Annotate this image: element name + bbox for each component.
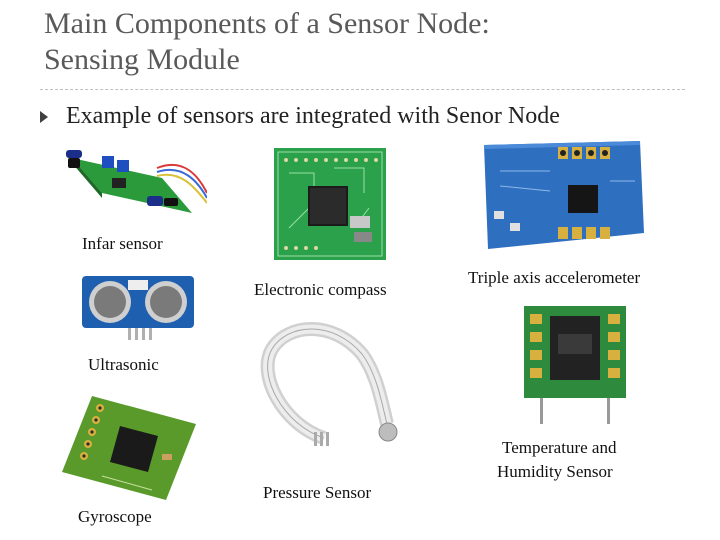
caption-temperature-humidity: Temperature and Humidity Sensor bbox=[497, 436, 617, 484]
slide-title: Main Components of a Sensor Node: Sensin… bbox=[44, 6, 490, 78]
caption-temperature-line-2: Humidity Sensor bbox=[497, 462, 613, 481]
title-line-1: Main Components of a Sensor Node: bbox=[44, 7, 490, 40]
infrared-sensor-image bbox=[66, 150, 207, 213]
temperature-humidity-sensor-image bbox=[524, 306, 626, 424]
caption-infrared: Infar sensor bbox=[82, 234, 163, 253]
ultrasonic-sensor-image bbox=[82, 276, 194, 340]
bullet-arrow-icon bbox=[40, 110, 48, 123]
caption-temperature-line-1: Temperature and bbox=[502, 438, 617, 457]
caption-gyroscope: Gyroscope bbox=[78, 507, 152, 526]
accelerometer-sensor-image bbox=[484, 141, 644, 249]
caption-ultrasonic: Ultrasonic bbox=[88, 355, 159, 374]
pressure-sensor-image bbox=[260, 322, 398, 446]
title-line-2: Sensing Module bbox=[44, 43, 240, 76]
compass-sensor-image bbox=[274, 148, 386, 260]
caption-compass: Electronic compass bbox=[254, 280, 387, 299]
bullet-text: Example of sensors are integrated with S… bbox=[66, 103, 560, 129]
caption-pressure: Pressure Sensor bbox=[263, 483, 372, 502]
caption-accelerometer: Triple axis accelerometer bbox=[468, 268, 641, 287]
gyroscope-sensor-image bbox=[62, 396, 196, 500]
bullet-item: Example of sensors are integrated with S… bbox=[40, 103, 560, 130]
title-divider bbox=[40, 89, 685, 90]
